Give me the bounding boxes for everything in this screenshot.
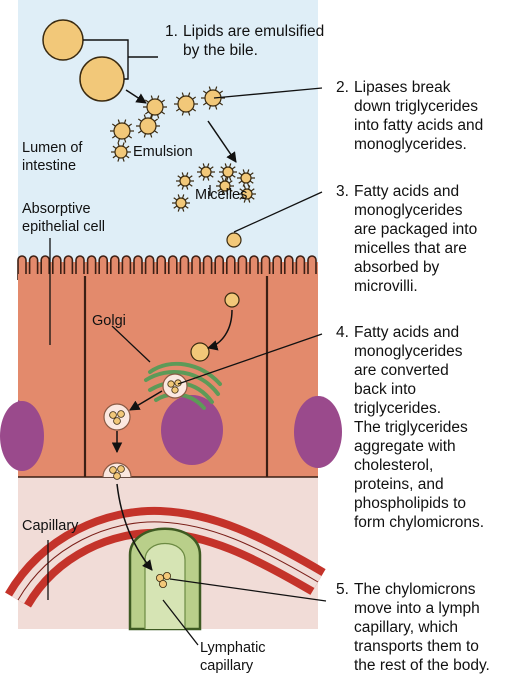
emulsion-particle (174, 92, 198, 116)
micelle (238, 185, 256, 203)
label-epithelial: Absorptive epithelial cell (22, 201, 105, 235)
label-lumen-line1: Lumen of (22, 140, 83, 156)
micelle (237, 169, 255, 187)
step-1-number: 1. (165, 23, 178, 40)
label-lumen: Lumen of intestine (22, 140, 87, 174)
droplet-at-golgi (190, 342, 210, 362)
micelle (219, 163, 237, 181)
step-1-text: Lipids are emulsified by the bile. (183, 23, 325, 59)
emulsion-particle (110, 119, 134, 143)
micelle-particles (172, 163, 256, 212)
emulsion-particle (143, 95, 167, 119)
fatty-acid-in-cell (224, 292, 240, 308)
chylomicron-in-lymph (155, 572, 171, 589)
micelle (216, 177, 234, 195)
label-lymphatic: Lymphatic capillary (200, 640, 270, 674)
nucleus-left-shape (0, 401, 44, 471)
step-2-number: 2. (336, 79, 349, 96)
step-4-number: 4. (336, 324, 349, 341)
label-golgi: Golgi (92, 313, 126, 329)
step-3-text: Fatty acids and monoglycerides are packa… (354, 183, 478, 295)
chylomicron-vesicle (103, 403, 131, 431)
chylomicron-exocytosis (102, 462, 132, 480)
process-arrows (111, 89, 237, 571)
step-2-text: Lipases break down triglycerides into fa… (354, 79, 484, 153)
emulsion-particle (111, 142, 131, 162)
step-5-number: 5. (336, 581, 349, 598)
chylomicron-in-golgi (162, 373, 188, 399)
step-5-text: The chylomicrons move into a lymph capil… (354, 581, 490, 674)
micelle (176, 172, 194, 190)
emulsion-particles (110, 86, 225, 162)
nucleus-center (161, 395, 223, 465)
nucleus-right (294, 396, 342, 468)
emulsion-particle (136, 114, 160, 138)
micelle (197, 163, 215, 181)
micelle (172, 194, 190, 212)
lipid-droplet-2 (79, 56, 125, 102)
emulsion-particle (201, 86, 225, 110)
label-micelles: Micelles (195, 187, 247, 203)
label-emulsion: Emulsion (133, 144, 193, 160)
step-3-number: 3. (336, 183, 349, 200)
label-lumen-line2: intestine (22, 158, 76, 174)
step-4-text: Fatty acids and monoglycerides are conve… (354, 324, 485, 531)
lipid-droplet-1 (42, 19, 84, 61)
leader-lines (47, 87, 327, 646)
micelle-absorbed (226, 232, 242, 248)
label-capillary: Capillary (22, 518, 79, 534)
step1-connector (83, 39, 158, 80)
